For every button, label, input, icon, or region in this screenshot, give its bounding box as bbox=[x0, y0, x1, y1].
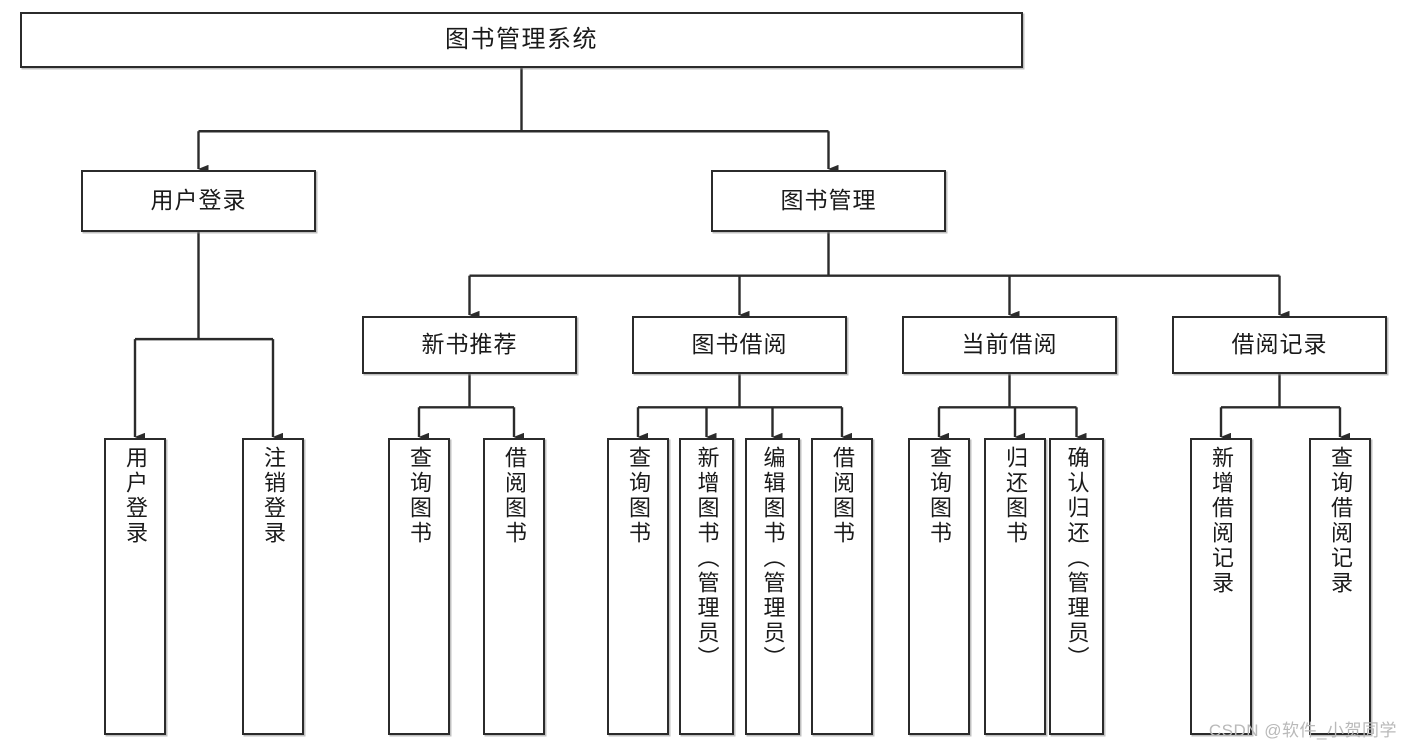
csdn-watermark: CSDN @软件_小贺同学 bbox=[1208, 721, 1397, 740]
leaf-confirm-return[interactable]: 确认归还（管理员） bbox=[1049, 438, 1104, 735]
node-book-management[interactable]: 图书管理 bbox=[711, 170, 946, 232]
leaf-query-book-borrow-label: 查询图书 bbox=[626, 446, 651, 546]
leaf-logout[interactable]: 注销登录 bbox=[242, 438, 304, 735]
leaf-borrow-book-rec[interactable]: 借阅图书 bbox=[483, 438, 545, 735]
leaf-user-login-label: 用户登录 bbox=[123, 446, 148, 546]
node-user-login[interactable]: 用户登录 bbox=[81, 170, 316, 232]
node-root-label: 图书管理系统 bbox=[445, 25, 598, 53]
leaf-query-book-rec-label: 查询图书 bbox=[407, 446, 432, 546]
node-root[interactable]: 图书管理系统 bbox=[20, 12, 1023, 68]
node-user-login-label: 用户登录 bbox=[150, 187, 247, 214]
node-book-borrow[interactable]: 图书借阅 bbox=[632, 316, 847, 374]
leaf-logout-label: 注销登录 bbox=[261, 446, 286, 546]
leaf-query-book-current-label: 查询图书 bbox=[927, 446, 952, 546]
leaf-confirm-return-label: 确认归还（管理员） bbox=[1064, 446, 1090, 671]
leaf-add-borrow-record[interactable]: 新增借阅记录 bbox=[1190, 438, 1252, 735]
leaf-query-book-current[interactable]: 查询图书 bbox=[908, 438, 970, 735]
node-new-book-recommend-label: 新书推荐 bbox=[421, 331, 518, 358]
leaf-add-borrow-record-label: 新增借阅记录 bbox=[1209, 446, 1234, 596]
leaf-edit-book[interactable]: 编辑图书（管理员） bbox=[745, 438, 800, 735]
leaf-borrow-book-label: 借阅图书 bbox=[830, 446, 855, 546]
node-current-borrow[interactable]: 当前借阅 bbox=[902, 316, 1117, 374]
leaf-borrow-book[interactable]: 借阅图书 bbox=[811, 438, 873, 735]
node-borrow-record-label: 借阅记录 bbox=[1231, 331, 1328, 358]
leaf-edit-book-label: 编辑图书（管理员） bbox=[760, 446, 786, 671]
node-book-management-label: 图书管理 bbox=[780, 187, 877, 214]
leaf-query-borrow-record-label: 查询借阅记录 bbox=[1328, 446, 1353, 596]
node-book-borrow-label: 图书借阅 bbox=[691, 331, 788, 358]
leaf-query-book-borrow[interactable]: 查询图书 bbox=[607, 438, 669, 735]
leaf-add-book[interactable]: 新增图书（管理员） bbox=[679, 438, 734, 735]
leaf-return-book[interactable]: 归还图书 bbox=[984, 438, 1046, 735]
node-new-book-recommend[interactable]: 新书推荐 bbox=[362, 316, 577, 374]
node-current-borrow-label: 当前借阅 bbox=[961, 331, 1058, 358]
leaf-user-login[interactable]: 用户登录 bbox=[104, 438, 166, 735]
leaf-query-borrow-record[interactable]: 查询借阅记录 bbox=[1309, 438, 1371, 735]
node-borrow-record[interactable]: 借阅记录 bbox=[1172, 316, 1387, 374]
leaf-borrow-book-rec-label: 借阅图书 bbox=[502, 446, 527, 546]
leaf-return-book-label: 归还图书 bbox=[1003, 446, 1028, 546]
leaf-add-book-label: 新增图书（管理员） bbox=[694, 446, 720, 671]
leaf-query-book-rec[interactable]: 查询图书 bbox=[388, 438, 450, 735]
